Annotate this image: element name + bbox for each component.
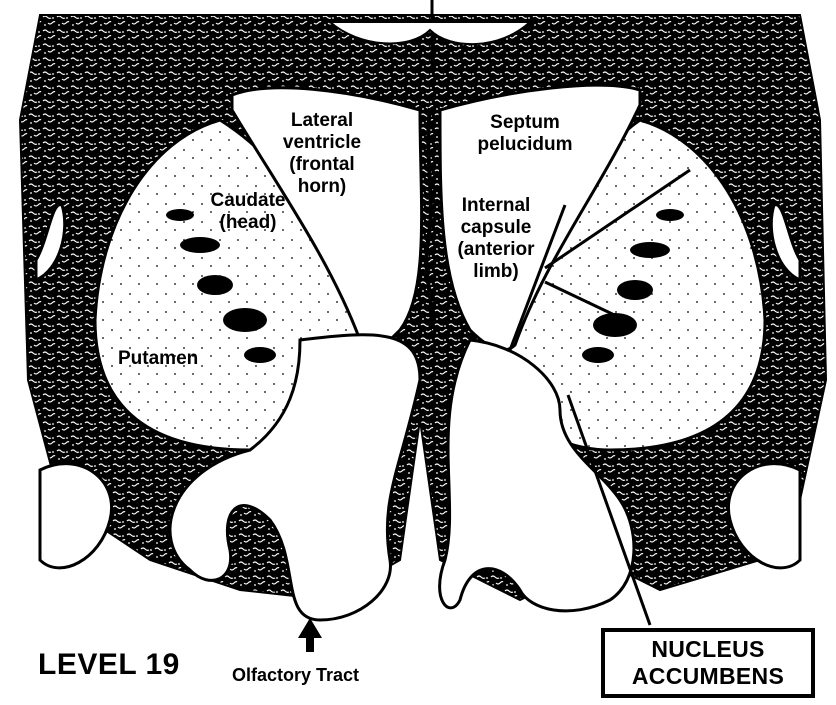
caudate-label: Caudate (head) (188, 190, 308, 234)
nucleus-accumbens-line-2: ACCUMBENS (632, 663, 784, 690)
internal-capsule-label: Internal capsule (anterior limb) (436, 195, 556, 283)
olfactory-tract-label: Olfactory Tract (232, 664, 359, 686)
olfactory-arrow (298, 618, 322, 652)
nucleus-accumbens-line-1: NUCLEUS (651, 636, 764, 663)
septum-pelucidum-label: Septum pelucidum (455, 112, 595, 156)
lateral-fold-left (40, 464, 112, 568)
putamen-label: Putamen (118, 348, 198, 370)
level-title: LEVEL 19 (38, 648, 180, 682)
lateral-ventricle-label: Lateral ventricle (frontal horn) (262, 110, 382, 198)
nucleus-accumbens-box: NUCLEUS ACCUMBENS (601, 628, 815, 698)
